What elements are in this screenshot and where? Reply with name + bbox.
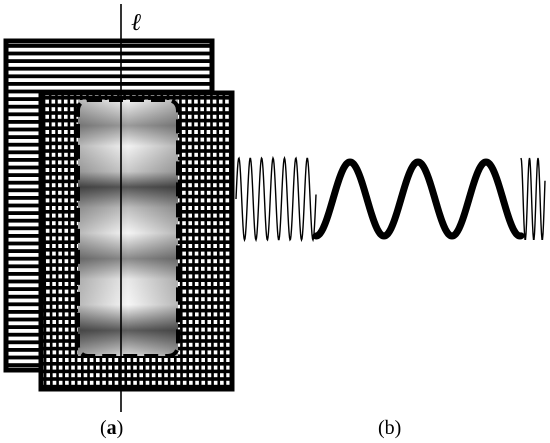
grating-front-vertical-line bbox=[67, 93, 72, 389]
grating-front-horizontal-line bbox=[41, 369, 232, 374]
grating-front-vertical-line bbox=[197, 93, 202, 389]
grating-front-vertical-line bbox=[61, 93, 66, 389]
wave-high-frequency-right bbox=[520, 157, 546, 240]
grating-back-line bbox=[6, 66, 212, 71]
grating-front-vertical-line bbox=[185, 93, 190, 389]
grating-front bbox=[38, 90, 235, 392]
moire-fringe-shading bbox=[78, 100, 178, 356]
grating-front-vertical-line bbox=[179, 93, 183, 389]
grating-front-horizontal-line bbox=[41, 362, 232, 366]
panel-b-caption: (b) bbox=[378, 417, 401, 439]
grating-front-vertical-line bbox=[55, 93, 59, 389]
grating-back-line bbox=[6, 82, 212, 86]
grating-front-vertical-line bbox=[203, 93, 208, 389]
grating-front-vertical-line bbox=[210, 93, 214, 389]
grating-front-vertical-line bbox=[42, 93, 47, 389]
panel-a-caption: (a) bbox=[100, 417, 123, 439]
moire-fringe-outline bbox=[76, 98, 180, 358]
grating-front-vertical-line bbox=[191, 93, 196, 389]
grating-back-line bbox=[6, 59, 212, 63]
moire-fringe-region bbox=[76, 98, 180, 358]
modulated-wave bbox=[235, 155, 546, 243]
grating-front-horizontal-line bbox=[41, 377, 232, 381]
grating-back-line bbox=[6, 74, 212, 79]
grating-back-line bbox=[6, 44, 212, 48]
grating-front-vertical-line bbox=[48, 93, 53, 389]
wave-low-frequency-middle bbox=[312, 158, 525, 240]
wave-high-frequency-left bbox=[235, 155, 317, 243]
grating-front-vertical-line bbox=[222, 93, 227, 389]
grating-front-vertical-line bbox=[216, 93, 221, 389]
grating-front-frame bbox=[38, 90, 235, 392]
grating-back-line bbox=[6, 51, 212, 56]
axis-line-label: ℓ bbox=[131, 10, 141, 36]
